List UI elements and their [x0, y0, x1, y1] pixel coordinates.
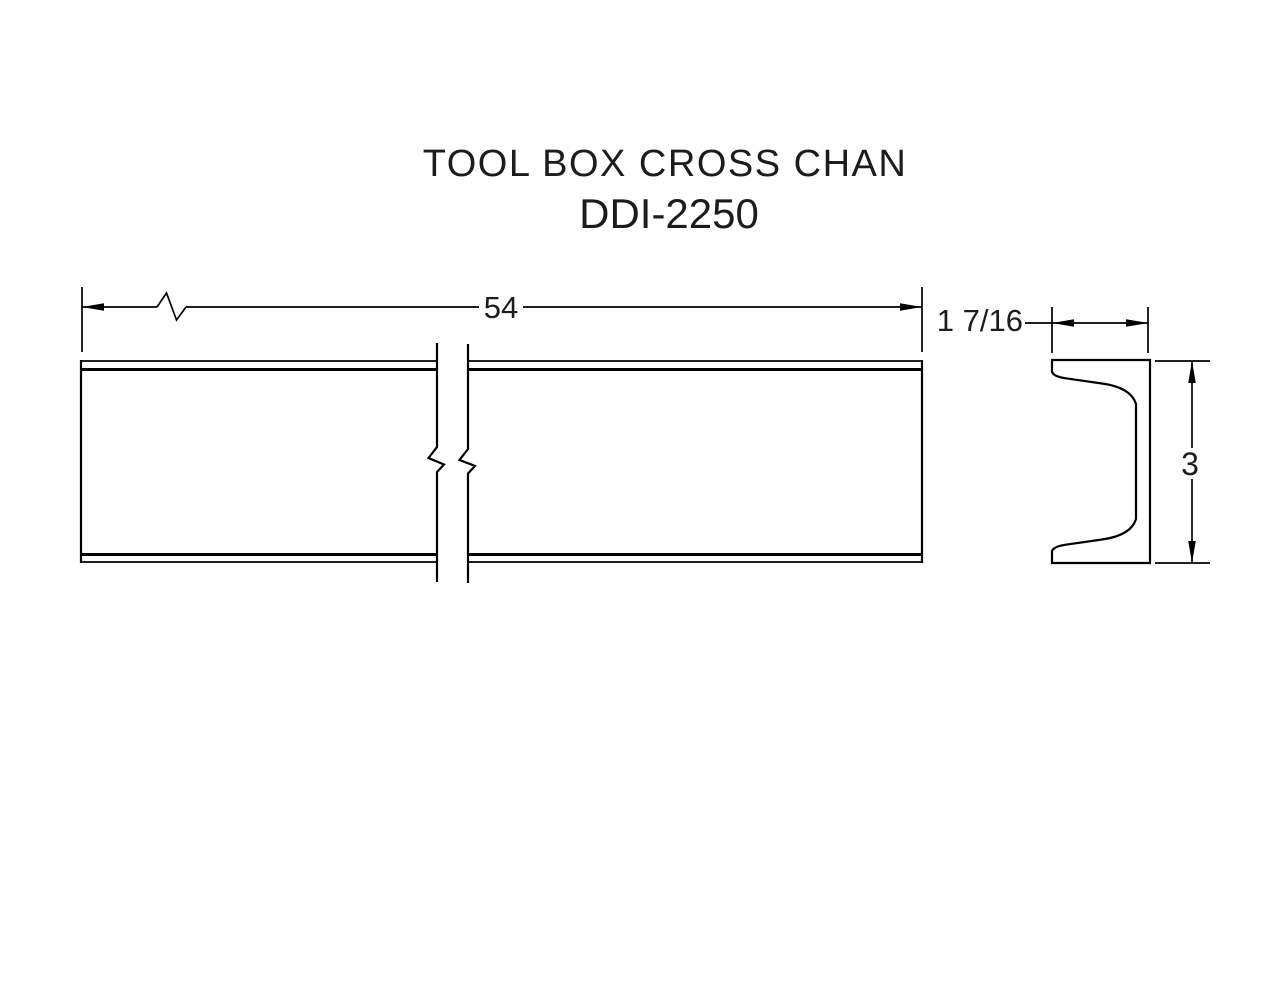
drawing-title: TOOL BOX CROSS CHAN	[423, 143, 908, 185]
dim-width-arrow-left	[1052, 319, 1074, 327]
dim-length-text: 54	[484, 290, 518, 325]
dimension-overall-length: 54	[81, 287, 923, 352]
dimension-flange-width: 1 7/16	[937, 303, 1149, 353]
dim-depth-arrow-top	[1188, 361, 1196, 383]
dimension-channel-depth: 3	[1155, 360, 1210, 564]
dim-width-arrow-right	[1126, 319, 1148, 327]
channel-front-view	[79, 343, 924, 583]
drawing-number: DDI-2250	[579, 190, 759, 237]
dim-length-arrow-right	[900, 303, 922, 311]
dim-length-arrow-left	[82, 303, 104, 311]
break-line-left	[426, 343, 446, 582]
dim-depth-text: 3	[1181, 446, 1199, 482]
section-profile	[1050, 358, 1152, 565]
channel-section-view	[1050, 358, 1152, 565]
break-line-right	[457, 344, 477, 583]
dim-width-text: 1 7/16	[937, 303, 1023, 338]
title-block: TOOL BOX CROSS CHAN DDI-2250	[423, 143, 908, 237]
dim-depth-arrow-bottom	[1188, 541, 1196, 563]
dim-length-break-zigzag	[156, 291, 187, 322]
